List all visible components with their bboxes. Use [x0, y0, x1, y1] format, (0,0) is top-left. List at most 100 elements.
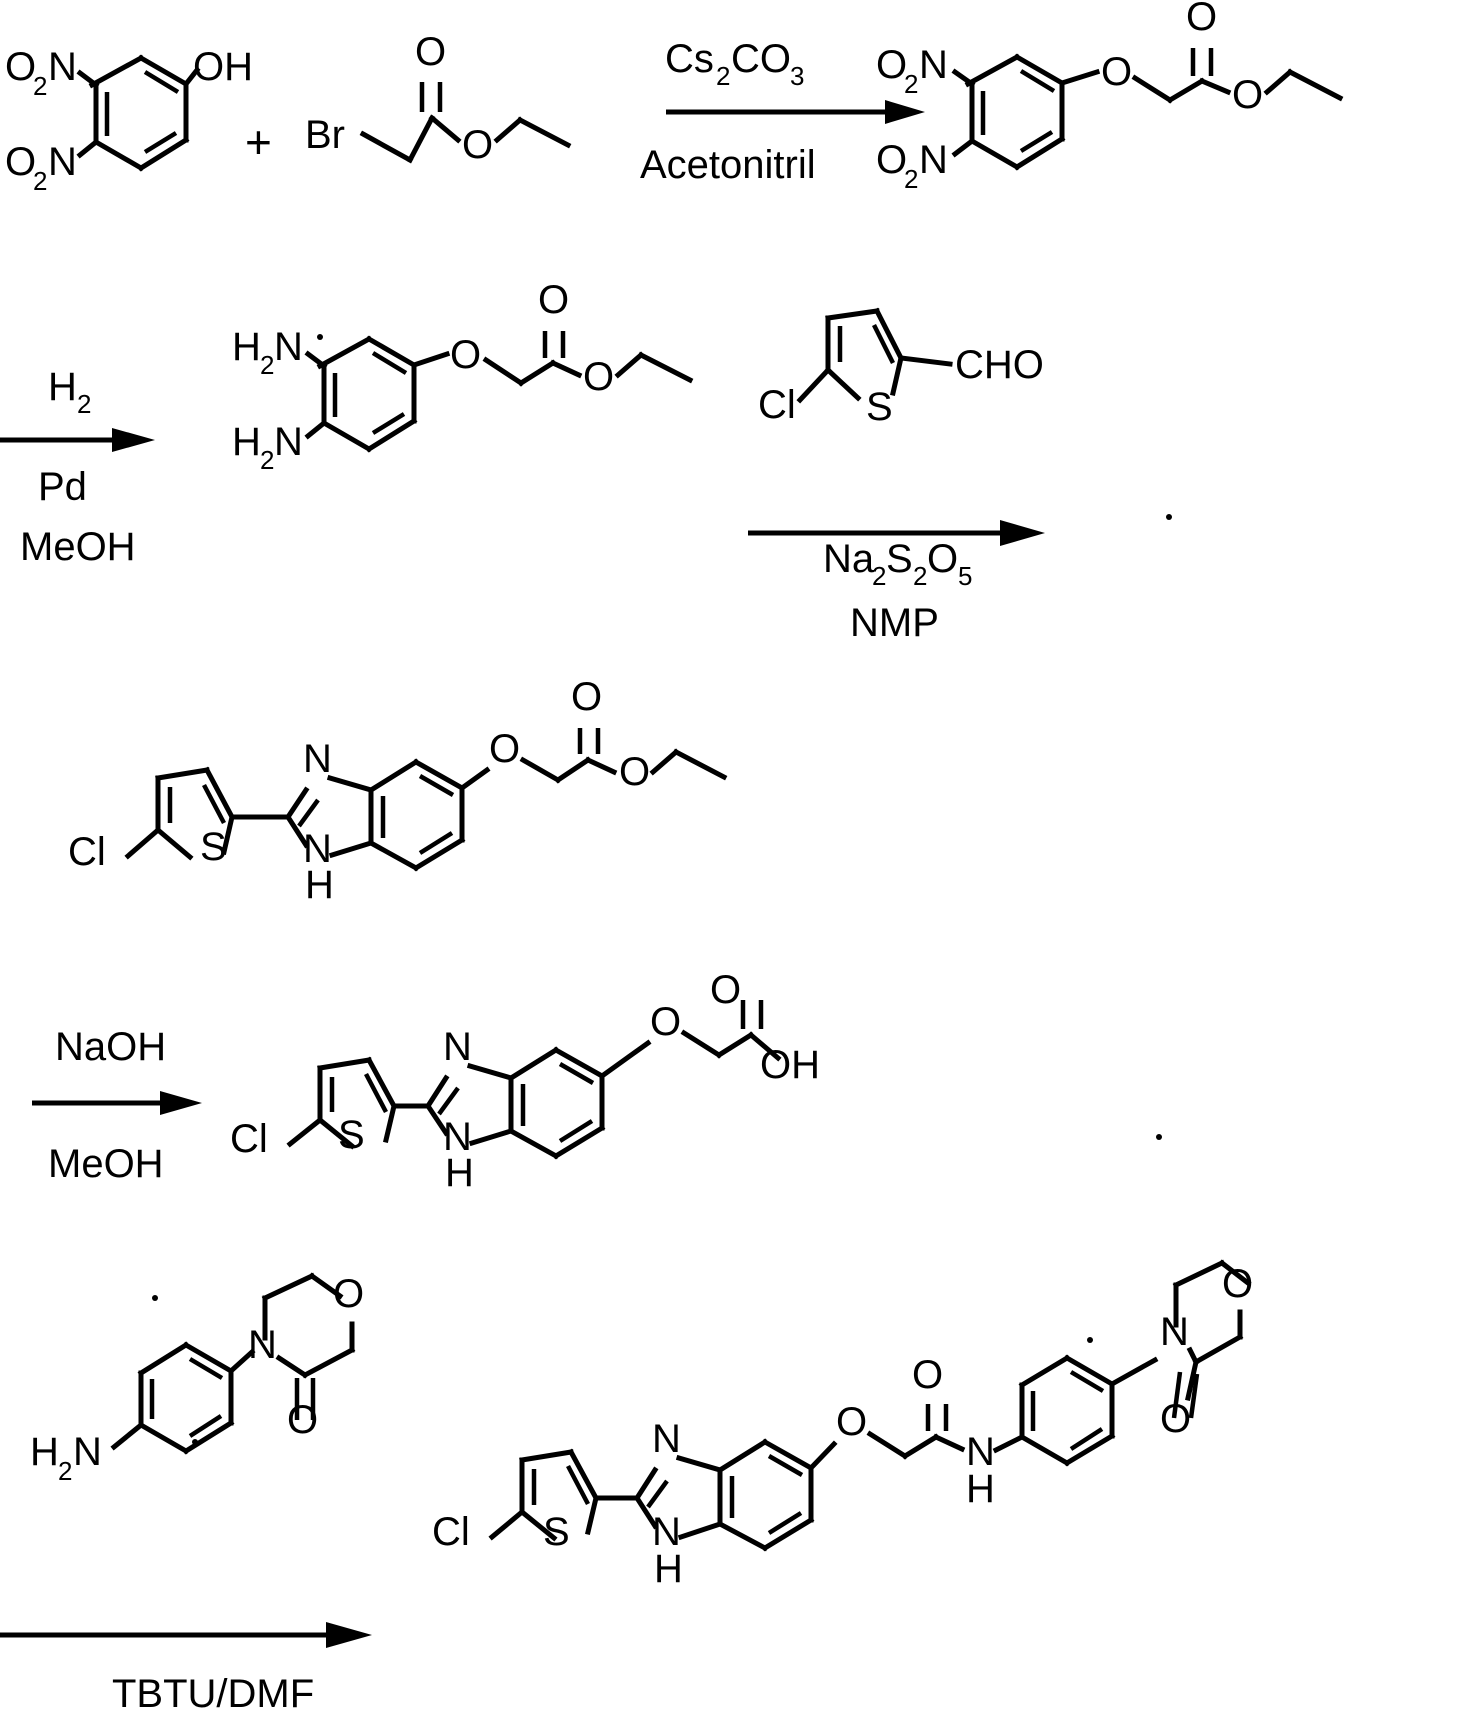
atom-label-n-imid-5: N: [652, 1417, 681, 1461]
print-speck-2: [1166, 514, 1172, 520]
reagent-naoh: NaOH: [55, 1025, 166, 1069]
atom-label-carbonyl-o-4: O: [571, 675, 602, 719]
atom-label-h-amine-3-sub: 2: [58, 1456, 72, 1486]
reagent-o-sub: 5: [958, 561, 972, 591]
atom-label-o-sub-3: 2: [904, 69, 918, 99]
atom-label-n-3: N: [919, 43, 948, 87]
atom-label-ether-o: O: [1101, 50, 1132, 94]
atom-label-s-2: S: [200, 825, 227, 869]
reaction-arrow-step1: Cs 2 CO 3 Acetonitril: [640, 37, 925, 187]
molecule-benzimidazole-ester: Cl S N N H O O O: [68, 675, 728, 907]
atom-label-o-subscript: 2: [33, 71, 47, 101]
atom-label-n-4: N: [919, 138, 948, 182]
atom-label-ether-o-3: O: [489, 727, 520, 771]
atom-label-n-amine-2: N: [274, 420, 303, 464]
solvent-acetonitril: Acetonitril: [640, 143, 816, 187]
print-speck-3: [1156, 1134, 1162, 1140]
atom-label-amide-h: H: [966, 1467, 995, 1511]
atom-label-o-2: O: [5, 140, 36, 184]
reagent-h2: H: [48, 365, 77, 409]
reagent-cs: Cs: [665, 37, 714, 81]
atom-label-ester-o-2: O: [1232, 73, 1263, 117]
reaction-arrow-step5: TBTU/DMF: [0, 1622, 372, 1716]
atom-label-h-amine-3: H: [30, 1430, 59, 1474]
molecule-chlorothiophene-carbaldehyde: Cl S CHO: [758, 307, 1044, 429]
atom-label-amide-n: N: [966, 1430, 995, 1474]
atom-label-n-imid-2: N: [303, 827, 332, 871]
molecule-diaminophenoxy-acetate: H 2 N H 2 N O O O: [232, 278, 694, 475]
reagent-na: Na: [823, 537, 875, 581]
atom-label-n-imid-3: N: [443, 1025, 472, 1069]
atom-label-ether-o-4: O: [650, 1000, 681, 1044]
atom-label-cho: CHO: [955, 343, 1044, 387]
reagent-na-sub: 2: [872, 561, 886, 591]
atom-label-h-amine-2-sub: 2: [260, 445, 274, 475]
atom-label-h-amine-2: H: [232, 420, 261, 464]
atom-label-n-2: N: [48, 140, 77, 184]
reaction-arrow-step4: NaOH MeOH: [32, 1025, 202, 1186]
molecule-aminophenyl-morpholinone: H 2 N N O O: [30, 1272, 364, 1486]
atom-label-h-amine-sub: 2: [260, 350, 274, 380]
atom-label-o-subscript-2: 2: [33, 166, 47, 196]
reaction-arrow-step2: H 2 Pd MeOH: [0, 365, 155, 569]
molecule-final-product: Cl S N N H O O N H N O O: [432, 1259, 1253, 1591]
solvent-meoh-2: MeOH: [48, 1142, 164, 1186]
print-speck-4: [152, 1295, 158, 1301]
atom-label-ester-o: O: [462, 123, 493, 167]
reagent-tbtu-dmf: TBTU/DMF: [112, 1672, 314, 1716]
atom-label-carbonyl-o: O: [415, 30, 446, 74]
atom-label-nh-h-3: H: [654, 1547, 683, 1591]
atom-label-n-imid-4: N: [443, 1115, 472, 1159]
atom-label-cl-4: Cl: [432, 1510, 470, 1554]
atom-label-n-morph: N: [248, 1323, 277, 1367]
atom-label-n-imid-6: N: [652, 1510, 681, 1554]
arrow-head-2: [112, 428, 155, 452]
arrow-head-3: [1000, 520, 1045, 546]
molecule-dinitrophenoxy-acetate: O 2 N O 2 N O O O: [876, 0, 1344, 194]
solvent-nmp: NMP: [850, 601, 939, 645]
reagent-s: S: [886, 537, 913, 581]
reagent-cs-sub: 2: [716, 61, 730, 91]
atom-label-cl-2: Cl: [68, 830, 106, 874]
atom-label-nh-h-2: H: [445, 1151, 474, 1195]
print-speck-6: [1087, 1337, 1093, 1343]
atom-label-o: O: [5, 45, 36, 89]
atom-label-ether-o-2: O: [450, 333, 481, 377]
atom-label-n-amine: N: [274, 325, 303, 369]
atom-label-s-3: S: [338, 1113, 365, 1157]
molecule-benzimidazole-acid: Cl S N N H O O OH: [230, 968, 1162, 1195]
atom-label-carbonyl-o-5: O: [710, 968, 741, 1012]
plus-symbol: +: [245, 116, 272, 168]
reaction-arrow-step3: Na 2 S 2 O 5 NMP: [748, 514, 1172, 645]
print-speck: [317, 334, 323, 340]
atom-label-n: N: [48, 45, 77, 89]
atom-label-ester-o-4: O: [619, 750, 650, 794]
reagent-co: CO: [731, 37, 791, 81]
arrow-head-4: [160, 1091, 202, 1115]
atom-label-o-3: O: [876, 43, 907, 87]
molecule-dinitrophenol: O 2 N O 2 N OH: [5, 45, 253, 196]
catalyst-pd: Pd: [38, 465, 87, 509]
atom-label-amide-o: O: [912, 1353, 943, 1397]
atom-label-oh: OH: [193, 45, 253, 89]
atom-label-ether-o-5: O: [836, 1400, 867, 1444]
reagent-o: O: [927, 537, 958, 581]
atom-label-ester-o-3: O: [583, 355, 614, 399]
atom-label-n-imid: N: [303, 737, 332, 781]
arrow-head: [885, 100, 925, 124]
atom-label-h-amine: H: [232, 325, 261, 369]
reagent-h2-sub: 2: [77, 389, 91, 419]
atom-label-n-amine-3: N: [73, 1430, 102, 1474]
atom-label-cl: Cl: [758, 383, 796, 427]
molecule-ethyl-bromoacetate: Br O O: [305, 30, 572, 167]
atom-label-o-sub-4: 2: [904, 164, 918, 194]
atom-label-cl-3: Cl: [230, 1117, 268, 1161]
solvent-meoh: MeOH: [20, 525, 136, 569]
atom-label-nh-h: H: [305, 863, 334, 907]
reagent-s-sub: 2: [913, 561, 927, 591]
atom-label-br: Br: [305, 113, 345, 157]
atom-label-o-4: O: [876, 138, 907, 182]
atom-label-carbonyl-o-2: O: [1186, 0, 1217, 39]
reagent-co-sub: 3: [790, 61, 804, 91]
